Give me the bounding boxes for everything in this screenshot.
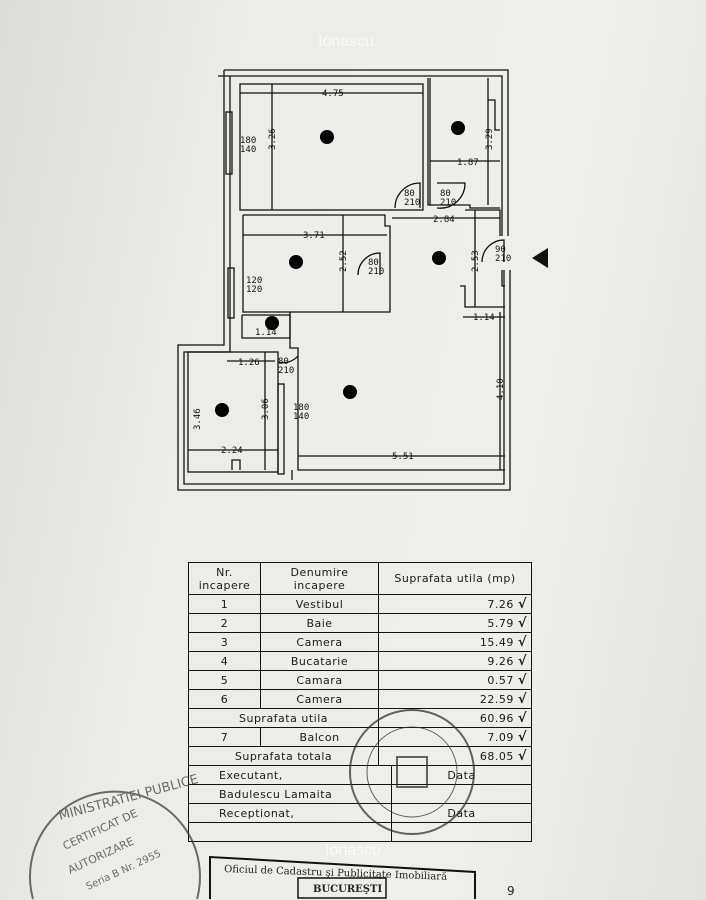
- dim-label: 3.29: [485, 128, 495, 150]
- dim-label: 1.87: [457, 158, 479, 168]
- room-4-number: 4: [293, 258, 298, 268]
- dim-label: 4.75: [322, 89, 344, 99]
- dim-label: 2.24: [221, 446, 243, 456]
- door-label: 210: [278, 366, 294, 376]
- floor-plan: 3 2 1 4 5 6 7 4.75 3.26 1.87 3.29 2.84 3…: [177, 69, 548, 491]
- dim-label: 4.10: [496, 378, 506, 400]
- room-7-number: 7: [219, 406, 224, 416]
- door-label: 210: [404, 198, 420, 208]
- window-label: 140: [240, 145, 256, 155]
- watermark: Ionascu: [318, 33, 375, 50]
- door-label: 210: [440, 198, 456, 208]
- door-label: 90: [495, 245, 506, 255]
- dim-label: 3.46: [193, 408, 203, 430]
- dim-label: 3.26: [268, 128, 278, 150]
- executant-row: Executant,Data: [188, 765, 532, 785]
- door-label: 80: [368, 258, 379, 268]
- window-label: 120: [246, 285, 262, 295]
- dim-label: 1.14: [473, 313, 495, 323]
- dim-label: 3.71: [303, 231, 325, 241]
- room-labels: 3 2 1 4 5 6 7: [215, 121, 465, 417]
- room-6-number: 6: [347, 388, 352, 398]
- window-label: 140: [293, 412, 309, 422]
- dim-label: 2.84: [433, 215, 455, 225]
- door-label: 210: [368, 267, 384, 277]
- entrance-arrow-icon: [532, 248, 548, 268]
- dim-label: 2.53: [471, 250, 481, 272]
- door-label: 80: [278, 357, 289, 367]
- header-nr: Nr. incapere: [188, 562, 261, 595]
- door-label: 210: [495, 254, 511, 264]
- dim-label: 2.52: [339, 250, 349, 272]
- room-5-number: 5: [269, 319, 274, 329]
- window-label: 180: [293, 403, 309, 413]
- dim-label: 1.26: [238, 358, 260, 368]
- watermark: Ionascu: [325, 842, 382, 859]
- room-3-number: 3: [324, 133, 329, 143]
- window-label: 120: [246, 276, 262, 286]
- dim-label: 3.06: [261, 398, 271, 420]
- room-1-number: 1: [436, 254, 441, 264]
- receptionat-row: Receptionat,Data: [188, 803, 532, 823]
- door-label: 80: [404, 189, 415, 199]
- rooms-table: Nr. incapere Denumire incapere Suprafata…: [188, 562, 532, 842]
- header-area: Suprafata utila (mp): [378, 562, 532, 595]
- dim-label: 1.14: [255, 328, 277, 338]
- dim-label: 5.51: [392, 452, 414, 462]
- executant-name-row: Badulescu Lamaita: [188, 784, 532, 804]
- door-label: 80: [440, 189, 451, 199]
- window-label: 180: [240, 136, 256, 146]
- room-2-number: 2: [455, 124, 460, 134]
- header-name: Denumire incapere: [260, 562, 379, 595]
